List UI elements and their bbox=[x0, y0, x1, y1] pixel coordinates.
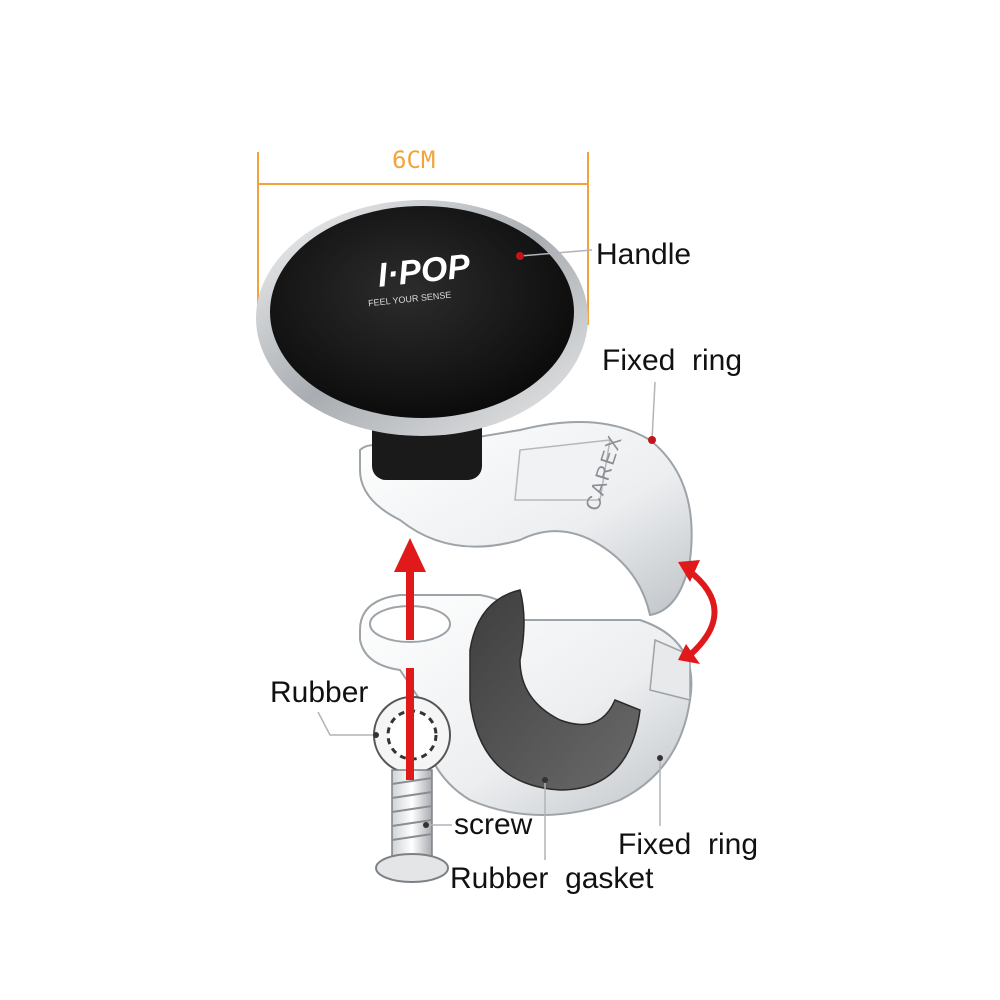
handle-knob: I·POP FEEL YOUR SENSE bbox=[256, 200, 588, 480]
assembly-arrows bbox=[394, 538, 718, 780]
lower-fixed-ring bbox=[359, 589, 693, 816]
leader-rubber bbox=[317, 711, 376, 736]
screw-shaft bbox=[391, 769, 433, 863]
screw-threads bbox=[391, 777, 433, 841]
screw-head bbox=[375, 853, 449, 883]
dimension-markers bbox=[257, 152, 589, 325]
label-screw: screw bbox=[454, 808, 533, 841]
curved-arrowhead-top bbox=[678, 560, 700, 582]
dot-screw bbox=[423, 822, 429, 828]
dimension-label: 6CM bbox=[392, 146, 436, 174]
dot-rubber bbox=[373, 732, 379, 738]
upper-ring-slot bbox=[514, 439, 611, 501]
dot-fixed-ring-bottom bbox=[657, 755, 663, 761]
leader-lines bbox=[317, 249, 661, 860]
label-fixed-ring-top: Fixed ring bbox=[602, 344, 743, 377]
leader-handle bbox=[519, 249, 593, 257]
ring-notch bbox=[649, 638, 691, 701]
dot-fixed-ring-top bbox=[648, 436, 656, 444]
leader-fixed-ring-top bbox=[651, 381, 656, 441]
label-rubber-gasket: Rubber gasket bbox=[450, 862, 654, 895]
knob-face bbox=[270, 206, 574, 418]
dot-handle bbox=[516, 252, 524, 260]
dot-rubber-gasket bbox=[542, 777, 548, 783]
vertical-arrowhead bbox=[394, 538, 426, 572]
rubber-gasket-shape bbox=[469, 589, 641, 791]
curved-arrowhead-bottom bbox=[678, 644, 700, 664]
curved-arrow bbox=[686, 567, 718, 658]
label-fixed-ring-bottom: Fixed ring bbox=[618, 828, 759, 861]
label-handle: Handle bbox=[596, 238, 692, 271]
leader-dots bbox=[373, 252, 663, 828]
screw-part bbox=[375, 769, 449, 883]
label-rubber: Rubber bbox=[270, 676, 369, 709]
